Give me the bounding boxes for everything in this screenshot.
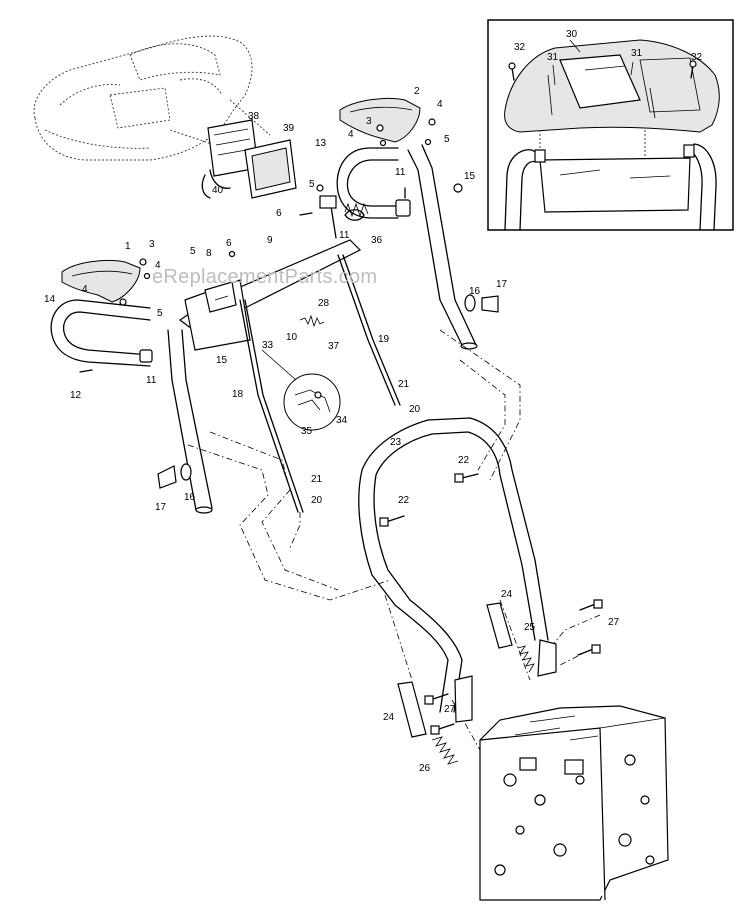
callout-23: 23 <box>390 437 402 448</box>
callout-4: 4 <box>82 284 88 295</box>
callout-32: 32 <box>691 52 703 63</box>
callout-13: 13 <box>315 138 327 149</box>
mounting-frame <box>479 705 669 901</box>
callout-35: 35 <box>301 426 313 437</box>
callout-22: 22 <box>398 495 410 506</box>
callout-19: 19 <box>378 334 390 345</box>
right-handlebar <box>336 144 478 350</box>
callout-21: 21 <box>311 474 323 485</box>
callout-18: 18 <box>232 389 244 400</box>
callout-16: 16 <box>469 286 481 297</box>
callout-28: 28 <box>318 298 330 309</box>
callout-27: 27 <box>608 617 620 628</box>
callout-4: 4 <box>155 260 161 271</box>
control-rods <box>239 254 401 513</box>
callout-24: 24 <box>383 712 395 723</box>
callout-25: 25 <box>524 622 536 633</box>
hardware-fasteners <box>79 118 499 489</box>
callout-6: 6 <box>226 238 232 249</box>
left-control-lever <box>61 259 141 303</box>
callout-labels: 1 2 3 3 4 4 4 4 5 5 5 5 6 6 8 9 10 11 11… <box>44 29 703 774</box>
callout-39: 39 <box>283 123 295 134</box>
callout-36: 36 <box>371 235 383 246</box>
callout-12: 12 <box>70 390 82 401</box>
callout-3: 3 <box>149 239 155 250</box>
callout-27: 27 <box>444 704 456 715</box>
callout-30: 30 <box>566 29 578 40</box>
callout-1: 1 <box>125 241 131 252</box>
callout-31: 31 <box>547 52 559 63</box>
callout-31: 31 <box>631 48 643 59</box>
detail-circle <box>261 349 341 431</box>
callout-3: 3 <box>366 116 372 127</box>
callout-10: 10 <box>286 332 298 343</box>
callout-21: 21 <box>398 379 410 390</box>
callout-26: 26 <box>419 763 431 774</box>
callout-17: 17 <box>155 502 167 513</box>
callout-4: 4 <box>348 129 354 140</box>
callout-24: 24 <box>501 589 513 600</box>
spacers-and-springs <box>397 602 535 765</box>
inset-detail-panel <box>487 19 734 231</box>
callout-20: 20 <box>409 404 421 415</box>
alignment-guides <box>187 329 601 751</box>
callout-16: 16 <box>184 492 196 503</box>
callout-15: 15 <box>464 171 476 182</box>
callout-11: 11 <box>339 230 350 241</box>
callout-20: 20 <box>311 495 323 506</box>
callout-34: 34 <box>336 415 348 426</box>
callout-2: 2 <box>414 86 420 97</box>
callout-17: 17 <box>496 279 508 290</box>
callout-6: 6 <box>276 208 282 219</box>
callout-8: 8 <box>206 248 212 259</box>
headlight-assembly <box>201 119 297 199</box>
callout-14: 14 <box>44 294 56 305</box>
callout-5: 5 <box>444 134 450 145</box>
bolts <box>379 473 603 735</box>
callout-9: 9 <box>267 235 273 246</box>
callout-37: 37 <box>328 341 340 352</box>
lower-handle <box>358 417 557 723</box>
left-handlebar <box>50 299 213 514</box>
callout-33: 33 <box>262 340 274 351</box>
callout-38: 38 <box>248 111 260 122</box>
callout-32: 32 <box>514 42 526 53</box>
callout-4: 4 <box>437 99 443 110</box>
control-pivot-assembly <box>178 195 369 351</box>
callout-15: 15 <box>216 355 228 366</box>
dash-panel-cover <box>33 35 271 161</box>
callout-5: 5 <box>190 246 196 257</box>
callout-11: 11 <box>146 375 157 386</box>
callout-40: 40 <box>212 185 224 196</box>
watermark: eReplacementParts.com <box>152 266 377 288</box>
callout-22: 22 <box>458 455 470 466</box>
right-control-lever <box>339 97 421 143</box>
callout-5: 5 <box>157 308 163 319</box>
callout-5: 5 <box>309 179 315 190</box>
callout-11: 11 <box>395 167 406 178</box>
